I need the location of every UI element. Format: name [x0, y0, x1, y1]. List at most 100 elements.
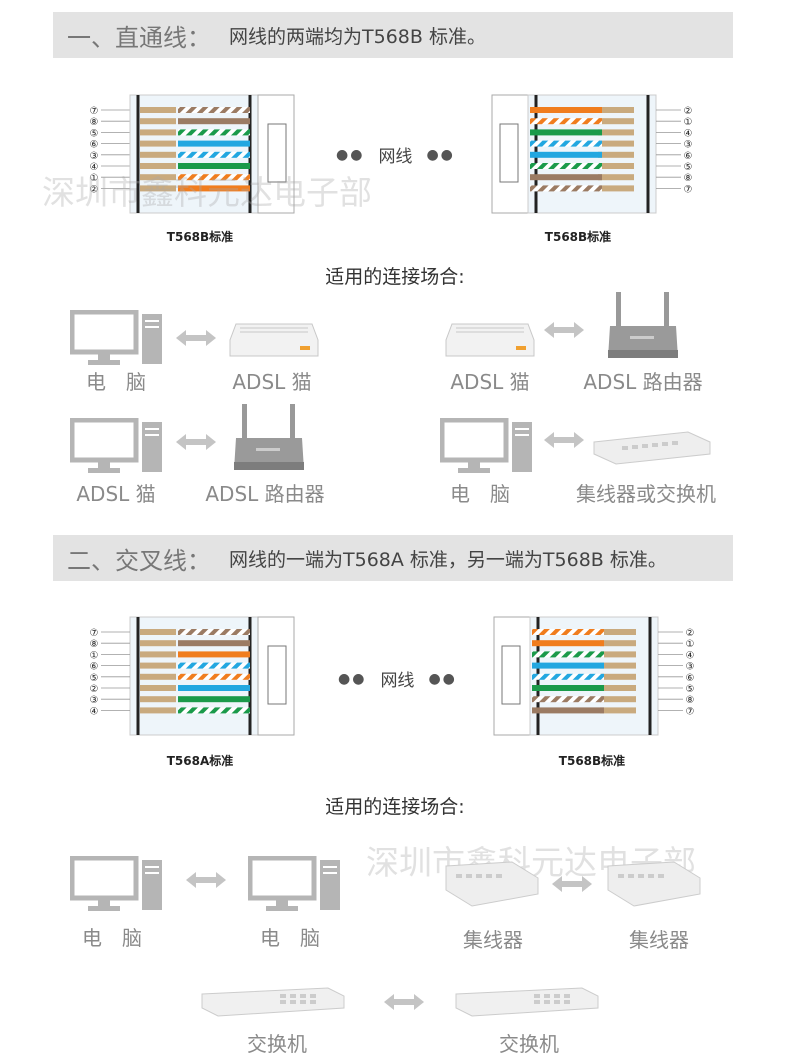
wire — [530, 118, 602, 125]
switch-icon — [201, 987, 345, 1017]
pin-number: ⑦ — [686, 706, 695, 717]
wire-contact — [140, 163, 176, 169]
wire-contact — [140, 662, 176, 669]
pin-number: ① — [684, 117, 693, 128]
wire-contact — [140, 140, 176, 147]
label-pc: 电 脑 — [86, 370, 146, 394]
wire — [532, 707, 604, 714]
wire-contact — [140, 696, 176, 703]
adsl-modem-icon — [445, 323, 535, 357]
computer-icon — [248, 856, 340, 911]
pin-number: ⑦ — [90, 106, 99, 117]
label-adsl-router: ADSL 路由器 — [205, 482, 325, 506]
pin-number: ⑧ — [90, 117, 99, 128]
wire-contact — [140, 129, 176, 136]
pin-number: ⑥ — [686, 673, 695, 684]
wire — [178, 685, 250, 691]
right-standard-s1: T568B标准 — [544, 230, 612, 244]
wire — [532, 696, 604, 703]
pin-number: ④ — [686, 650, 695, 661]
wire — [178, 118, 250, 125]
label-adsl-router: ADSL 路由器 — [583, 370, 703, 394]
wire-contact — [140, 673, 176, 680]
wire-contact — [140, 640, 176, 647]
pin-number: ② — [686, 628, 695, 639]
section1-index: 一、直通线： — [67, 23, 211, 52]
right-standard-s2: T568B标准 — [558, 754, 626, 768]
section2-description: 网线的一端为T568A 标准，另一端为T568B 标准。 — [229, 548, 667, 571]
watermark-top: 深圳市鑫科元达电子部 — [42, 173, 372, 212]
hub-icon — [445, 861, 539, 907]
label-hub: 集线器 — [629, 928, 689, 952]
label-pc: 电 脑 — [82, 926, 142, 950]
cable-label: 网线 — [378, 147, 413, 167]
wire-contact — [600, 662, 636, 669]
pin-number: ⑤ — [90, 128, 99, 139]
adsl-modem-icon — [229, 323, 319, 357]
section2-banner: 二、交叉线： 网线的一端为T568A 标准，另一端为T568B 标准。 — [53, 535, 733, 581]
wire-contact — [598, 163, 634, 169]
pin-number: ⑧ — [684, 173, 693, 184]
wire — [530, 140, 602, 147]
dots-left: ●● — [336, 146, 365, 163]
pin-number: ⑦ — [684, 184, 693, 195]
pin-number: ⑥ — [684, 151, 693, 162]
computer-icon — [70, 856, 162, 911]
dots-left: ●● — [338, 670, 367, 687]
double-arrow-icon — [552, 876, 592, 892]
computer-icon — [70, 310, 162, 365]
wire — [532, 629, 604, 635]
wire — [178, 174, 250, 181]
wire-contact — [140, 174, 176, 181]
pin-number: ③ — [90, 695, 99, 706]
pin-number: ⑤ — [684, 162, 693, 173]
wire — [178, 707, 250, 714]
wire-contact — [140, 651, 176, 658]
wire-contact — [600, 629, 636, 635]
wire-contact — [598, 129, 634, 136]
wire-contact — [140, 685, 176, 691]
usage-title-s2: 适用的连接场合: — [325, 796, 465, 818]
wire — [532, 685, 604, 691]
pin-number: ① — [90, 173, 99, 184]
wire — [530, 174, 602, 181]
router-icon — [608, 292, 678, 358]
switch-icon — [593, 431, 711, 465]
wire — [530, 163, 602, 169]
left-standard-s1: T568B标准 — [166, 230, 234, 244]
wire-contact — [598, 140, 634, 147]
double-arrow-icon — [176, 330, 216, 346]
wire-contact — [600, 707, 636, 714]
wire — [530, 185, 602, 192]
pin-number: ① — [686, 639, 695, 650]
wire — [530, 107, 602, 113]
wire-contact — [600, 696, 636, 703]
section1-description: 网线的两端均为T568B 标准。 — [229, 25, 486, 48]
usage-title-s1: 适用的连接场合: — [325, 266, 465, 288]
pin-number: ① — [90, 650, 99, 661]
wire — [178, 129, 250, 136]
cable-s1: ●● 网线 ●● — [336, 142, 455, 168]
computer-icon — [70, 418, 162, 473]
section1-banner: 一、直通线： 网线的两端均为T568B 标准。 — [53, 12, 733, 58]
pin-number: ③ — [90, 151, 99, 162]
pin-number: ④ — [90, 706, 99, 717]
wire-contact — [598, 151, 634, 158]
double-arrow-icon — [176, 434, 216, 450]
pin-number: ⑥ — [90, 662, 99, 673]
wire — [178, 107, 250, 113]
wire-contact — [598, 118, 634, 125]
double-arrow-icon — [384, 994, 424, 1010]
computer-icon — [440, 418, 532, 473]
label-adsl-modem: ADSL 猫 — [232, 370, 312, 394]
hub-icon — [607, 861, 701, 907]
label-hub: 集线器 — [463, 928, 523, 952]
wire-contact — [140, 107, 176, 113]
pin-number: ③ — [686, 662, 695, 673]
pin-number: ⑦ — [90, 628, 99, 639]
